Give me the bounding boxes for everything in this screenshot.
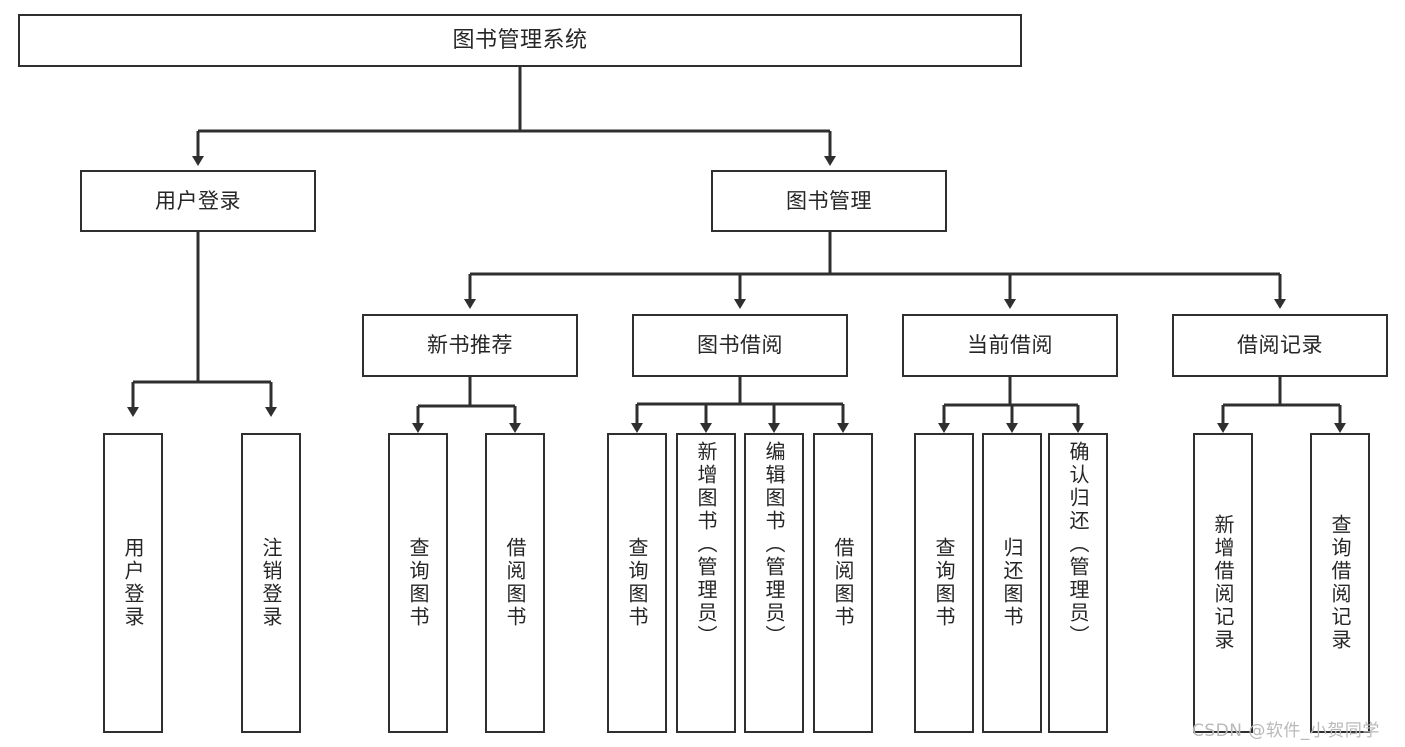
node-book-management[interactable]: 图书管理: [711, 170, 947, 232]
node-book-management-system[interactable]: 图书管理系统: [18, 14, 1022, 67]
leaf-user-login[interactable]: 用户登录: [103, 433, 163, 733]
node-new-book-recommend[interactable]: 新书推荐: [362, 314, 578, 377]
leaf-query-book-recommend[interactable]: 查询图书: [388, 433, 448, 733]
node-label: 图书管理系统: [452, 27, 588, 53]
node-label: 归还图书: [1000, 537, 1024, 629]
node-label: 借阅记录: [1237, 333, 1323, 358]
csdn-watermark: CSDN @软件_小贺同学: [1192, 721, 1380, 741]
leaf-edit-book-admin[interactable]: 编辑图书（管理员）: [744, 433, 804, 733]
node-label: 查询借阅记录: [1328, 514, 1352, 652]
node-label: 查询图书: [625, 537, 649, 629]
node-book-borrow[interactable]: 图书借阅: [632, 314, 848, 377]
node-borrow-record[interactable]: 借阅记录: [1172, 314, 1388, 377]
leaf-confirm-return-admin[interactable]: 确认归还（管理员）: [1048, 433, 1108, 733]
leaf-logout[interactable]: 注销登录: [241, 433, 301, 733]
leaf-query-borrow-record[interactable]: 查询借阅记录: [1310, 433, 1370, 733]
node-label: 编辑图书（管理员）: [762, 441, 786, 648]
node-label: 新增借阅记录: [1211, 514, 1235, 652]
leaf-add-borrow-record[interactable]: 新增借阅记录: [1193, 433, 1253, 733]
node-label: 图书借阅: [697, 333, 783, 358]
node-label: 确认归还（管理员）: [1066, 441, 1090, 648]
node-label: 借阅图书: [831, 537, 855, 629]
node-label: 用户登录: [155, 188, 241, 213]
node-label: 新增图书（管理员）: [694, 441, 718, 648]
leaf-return-book[interactable]: 归还图书: [982, 433, 1042, 733]
leaf-query-book-borrow[interactable]: 查询图书: [607, 433, 667, 733]
node-label: 用户登录: [121, 537, 145, 629]
leaf-borrow-book-recommend[interactable]: 借阅图书: [485, 433, 545, 733]
node-label: 查询图书: [932, 537, 956, 629]
leaf-query-book-current[interactable]: 查询图书: [914, 433, 974, 733]
node-label: 查询图书: [406, 537, 430, 629]
node-label: 借阅图书: [503, 537, 527, 629]
node-label: 当前借阅: [967, 333, 1053, 358]
node-current-borrow[interactable]: 当前借阅: [902, 314, 1118, 377]
node-label: 新书推荐: [427, 333, 513, 358]
leaf-add-book-admin[interactable]: 新增图书（管理员）: [676, 433, 736, 733]
node-label: 图书管理: [786, 188, 872, 213]
node-label: 注销登录: [259, 537, 283, 629]
leaf-borrow-book[interactable]: 借阅图书: [813, 433, 873, 733]
node-user-login[interactable]: 用户登录: [80, 170, 316, 232]
